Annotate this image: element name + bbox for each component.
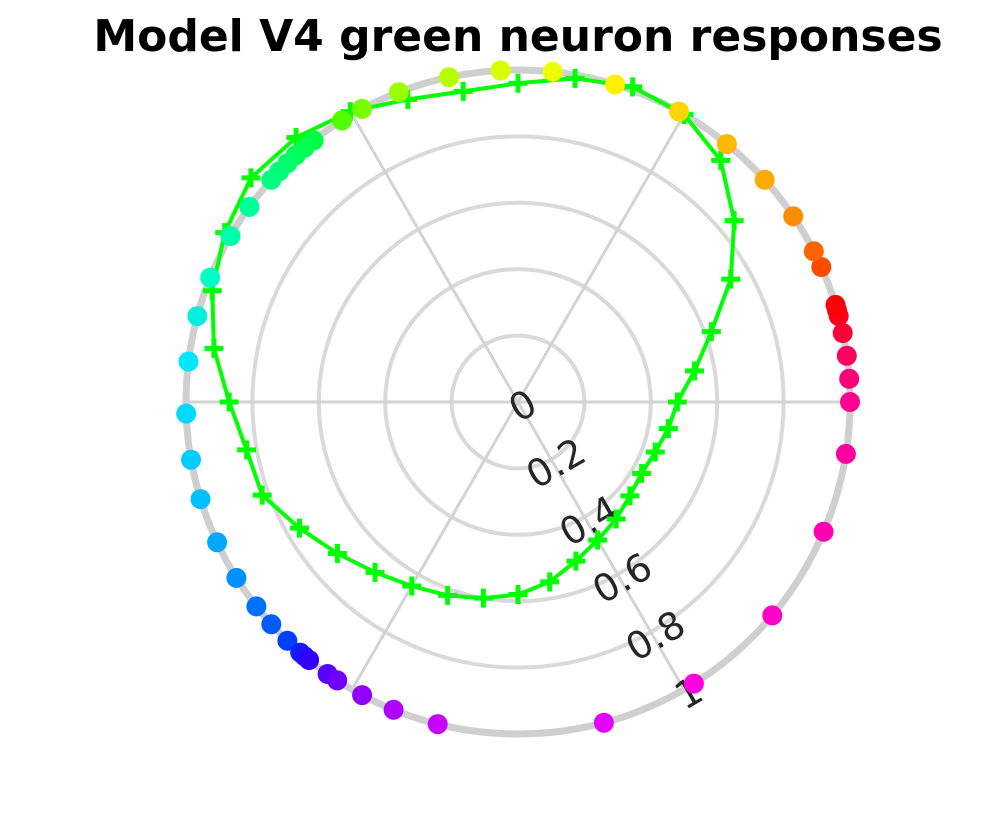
hue-reference-dot: [220, 226, 241, 246]
hue-reference-dot: [261, 614, 282, 635]
green-response-marker: [658, 419, 678, 439]
grid-spoke-60: [516, 113, 686, 403]
green-response-marker: [508, 585, 528, 605]
hue-reference-dot: [825, 294, 846, 315]
hue-reference-dot: [783, 206, 804, 227]
hue-reference-dot: [226, 567, 247, 588]
hue-reference-dot: [593, 712, 614, 733]
green-response-marker: [252, 485, 272, 505]
green-response-marker: [289, 518, 309, 538]
radial-tick-label: 0: [501, 381, 544, 431]
green-response-marker: [453, 81, 473, 101]
green-response-marker: [645, 442, 665, 462]
hue-reference-dot: [277, 630, 298, 651]
hue-reference-dot: [383, 699, 404, 720]
hue-reference-dot: [490, 60, 511, 81]
green-response-marker: [724, 211, 744, 231]
green-response-marker: [286, 128, 306, 147]
hue-reference-dot: [836, 345, 857, 366]
green-response-marker: [219, 392, 239, 412]
green-response-marker: [565, 68, 585, 88]
green-response-marker: [365, 562, 385, 582]
hue-reference-dot: [716, 134, 737, 154]
hue-reference-dot: [605, 74, 626, 95]
hue-reference-series: [176, 60, 860, 735]
hue-reference-dot: [352, 685, 373, 706]
green-response-marker: [588, 530, 608, 550]
hue-reference-dot: [187, 306, 208, 327]
grid-spoke-120: [350, 113, 520, 403]
hue-reference-dot: [246, 596, 267, 617]
green-response-marker: [711, 150, 731, 170]
green-response-marker: [632, 463, 652, 483]
hue-reference-dot: [389, 82, 409, 103]
hue-reference-dot: [542, 61, 563, 82]
hue-reference-dot: [239, 196, 260, 217]
hue-reference-dot: [299, 650, 320, 670]
green-response-marker: [241, 168, 261, 188]
green-response-marker: [685, 361, 705, 381]
hue-reference-dot: [332, 110, 353, 131]
green-response-marker: [237, 440, 257, 460]
hue-reference-dot: [832, 323, 853, 343]
hue-reference-dot: [190, 489, 211, 510]
hue-reference-dot: [181, 449, 201, 470]
green-response-marker: [438, 585, 458, 605]
green-response-marker: [606, 509, 626, 529]
hue-reference-dot: [200, 267, 221, 288]
green-response-marker: [473, 588, 493, 608]
hue-reference-dot: [327, 670, 348, 691]
green-response-marker: [701, 322, 721, 342]
green-response-marker: [566, 551, 586, 571]
hue-reference-dot: [840, 392, 860, 412]
hue-reference-dot: [813, 521, 834, 542]
hue-reference-dot: [839, 368, 860, 389]
hue-reference-dot: [176, 403, 197, 424]
green-response-marker: [721, 269, 741, 289]
green-response-marker: [204, 338, 224, 358]
green-response-marker: [620, 486, 640, 506]
green-response-marker: [508, 73, 528, 93]
chart-title: Model V4 green neuron responses: [93, 11, 942, 62]
hue-reference-dot: [178, 351, 199, 372]
hue-reference-dot: [803, 241, 824, 262]
green-response-marker: [540, 572, 560, 592]
hue-reference-dot: [669, 101, 689, 122]
hue-reference-dot: [352, 98, 373, 119]
green-response-marker: [667, 392, 687, 412]
hue-reference-dot: [754, 169, 775, 190]
hue-reference-dot: [427, 714, 448, 735]
hue-reference-dot: [835, 443, 856, 464]
hue-reference-dot: [207, 532, 228, 553]
hue-reference-dot: [439, 67, 459, 88]
green-response-marker: [402, 576, 422, 596]
hue-reference-dot: [261, 169, 282, 190]
hue-reference-dot: [811, 257, 832, 277]
hue-reference-dot: [762, 605, 783, 626]
radial-tick-label: 0.2: [519, 429, 593, 497]
grid-spoke-240: [350, 401, 520, 691]
grid-spoke-300: [516, 401, 686, 691]
green-response-marker: [623, 77, 643, 97]
hue-reference-dot: [683, 673, 704, 694]
green-response-marker: [327, 544, 347, 564]
